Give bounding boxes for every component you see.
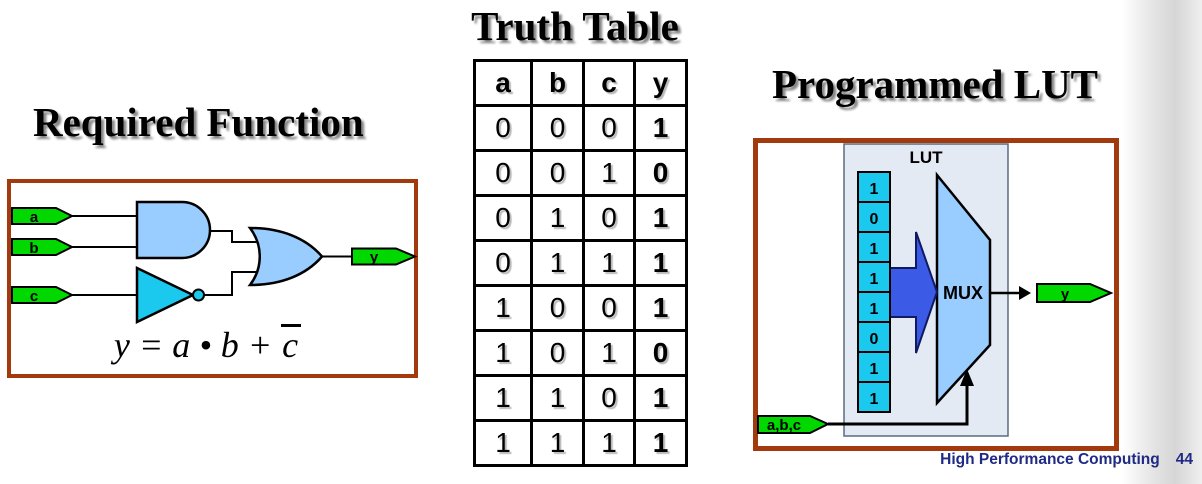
table-cell: 1	[530, 374, 585, 422]
table-cell: 1	[633, 239, 688, 287]
programmed-lut-diagram: LUT MUX 1 0 1 1 1 0 1 1 a,b,c y	[753, 138, 1119, 451]
table-cell: 1	[530, 419, 585, 467]
table-cell: 1	[530, 239, 585, 287]
table-cell: 0	[530, 104, 585, 152]
right-panel-title: Programmed LUT	[771, 61, 1099, 107]
input-label-a: a	[30, 209, 39, 226]
input-arrow-a	[11, 207, 75, 225]
table-cell: 0	[582, 374, 636, 422]
formula-overlined-c: c	[281, 324, 302, 365]
lut-cell-value: 1	[870, 271, 879, 288]
table-cell: 0	[633, 149, 688, 197]
input-label-b: b	[29, 240, 38, 257]
output-arrow-y	[351, 247, 418, 266]
table-cell: 1	[582, 329, 636, 377]
lut-cell-value: 0	[870, 331, 879, 348]
not-gate-bubble-icon	[192, 288, 205, 302]
truth-table-title: Truth Table	[471, 3, 679, 49]
left-panel-title: Required Function	[33, 99, 364, 145]
table-cell: 1	[633, 194, 688, 242]
truth-table-header: b	[530, 59, 585, 107]
lut-cell-value: 0	[870, 211, 879, 228]
required-function-diagram: a b c y	[7, 179, 418, 378]
truth-table-header-row: a b c y	[473, 59, 688, 107]
boolean-formula: y = a • b + c	[100, 324, 315, 366]
up-arrowhead-icon	[960, 369, 974, 386]
footer-text: High Performance Computing	[940, 451, 1160, 468]
footer: High Performance Computing 44	[940, 451, 1193, 469]
table-cell: 1	[473, 374, 533, 422]
table-cell: 0	[582, 194, 636, 242]
lut-cell	[857, 171, 891, 203]
table-cell: 1	[633, 284, 688, 332]
table-cell: 0	[582, 104, 636, 152]
lut-cell	[857, 351, 891, 383]
mux-label: MUX	[943, 283, 983, 303]
input-label-abc: a,b,c	[767, 417, 801, 434]
lut-wires	[828, 286, 1031, 426]
input-arrow-abc	[757, 415, 831, 434]
output-label-y: y	[1061, 286, 1070, 303]
input-arrow-c	[11, 286, 75, 304]
table-cell: 0	[473, 194, 533, 242]
table-cell: 1	[633, 374, 688, 422]
input-label-c: c	[30, 288, 38, 305]
table-row: 1 0 0 1	[473, 284, 688, 332]
table-cell: 0	[530, 149, 585, 197]
table-cell: 0	[473, 104, 533, 152]
truth-table: a b c y 0 0 0 1 0 0 1 0 0 1 0 1 0 1 1 1	[473, 59, 688, 467]
table-cell: 1	[633, 419, 688, 467]
table-cell: 1	[633, 104, 688, 152]
table-row: 1 0 1 0	[473, 329, 688, 377]
or-gate-icon	[247, 226, 324, 287]
lut-cell-value: 1	[870, 361, 879, 378]
formula-body: y = a • b +	[113, 325, 282, 365]
table-cell: 1	[582, 419, 636, 467]
table-row: 0 0 1 0	[473, 149, 688, 197]
table-row: 0 0 0 1	[473, 104, 688, 152]
table-row: 1 1 1 1	[473, 419, 688, 467]
output-label-y: y	[370, 249, 379, 266]
table-cell: 1	[473, 284, 533, 332]
right-arrowhead-icon	[1019, 286, 1031, 300]
input-arrow-b	[11, 238, 75, 256]
table-cell: 1	[582, 149, 636, 197]
lut-label: LUT	[909, 148, 943, 167]
truth-table-header: y	[633, 59, 688, 107]
lut-cell-value: 1	[870, 391, 879, 408]
table-cell: 0	[473, 239, 533, 287]
page-number: 44	[1175, 451, 1193, 468]
table-cell: 1	[473, 419, 533, 467]
lut-cell-value: 1	[870, 181, 879, 198]
lut-cell-value: 1	[870, 301, 879, 318]
and-gate-icon	[135, 200, 212, 260]
output-arrow-y	[1036, 283, 1114, 303]
table-cell: 0	[530, 284, 585, 332]
lut-cell	[857, 381, 891, 413]
truth-table-header: c	[582, 59, 636, 107]
left-panel-border	[7, 179, 418, 378]
truth-table-header: a	[473, 59, 533, 107]
program-arrow-icon	[889, 231, 939, 354]
lut-cell	[857, 201, 891, 233]
table-cell: 0	[633, 329, 688, 377]
mux-icon	[935, 171, 992, 407]
table-cell: 1	[473, 329, 533, 377]
lut-cell	[857, 321, 891, 353]
not-gate-icon	[135, 266, 196, 324]
lut-cell	[857, 291, 891, 323]
table-row: 0 1 1 1	[473, 239, 688, 287]
table-cell: 1	[530, 194, 585, 242]
table-row: 0 1 0 1	[473, 194, 688, 242]
lut-cells: 1 0 1 1 1 0 1 1	[857, 171, 891, 413]
lut-cell	[857, 231, 891, 263]
table-cell: 0	[473, 149, 533, 197]
circuit-wires	[72, 215, 352, 296]
lut-cell-value: 1	[870, 241, 879, 258]
table-cell: 0	[530, 329, 585, 377]
table-cell: 0	[582, 284, 636, 332]
table-cell: 1	[582, 239, 636, 287]
table-row: 1 1 0 1	[473, 374, 688, 422]
